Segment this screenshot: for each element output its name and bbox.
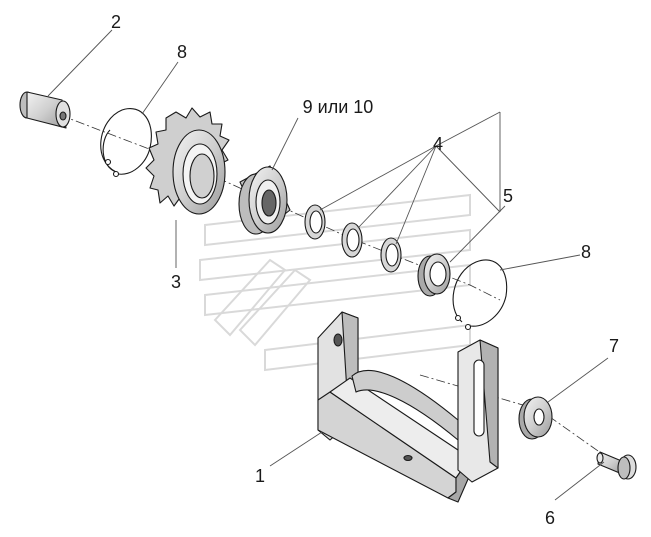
- label-part-9-10: 9 или 10: [303, 97, 374, 117]
- part-7-washer: [518, 396, 553, 440]
- part-4-washers: [304, 204, 402, 273]
- label-part-7: 7: [609, 336, 619, 356]
- part-8-retaining-ring-right: [452, 259, 508, 331]
- label-part-2: 2: [111, 12, 121, 32]
- part-6-bolt: [596, 451, 637, 480]
- label-part-6: 6: [545, 508, 555, 528]
- part-1-bracket: [317, 311, 499, 503]
- label-part-8-top: 8: [177, 42, 187, 62]
- part-labels: 2 8 9 или 10 4 5 8 3 7 1 6: [111, 12, 619, 528]
- part-8-retaining-ring-top: [100, 108, 152, 178]
- label-part-8-right: 8: [581, 242, 591, 262]
- label-part-4: 4: [433, 134, 443, 154]
- label-part-3: 3: [171, 272, 181, 292]
- label-part-5: 5: [503, 186, 513, 206]
- part-2-pin: [19, 91, 71, 129]
- leader-lines: [47, 29, 609, 501]
- part-9-10-bearing: [238, 165, 291, 235]
- label-part-1: 1: [255, 466, 265, 486]
- part-5-spacer: [417, 253, 451, 297]
- part-3-sprocket: [145, 107, 230, 215]
